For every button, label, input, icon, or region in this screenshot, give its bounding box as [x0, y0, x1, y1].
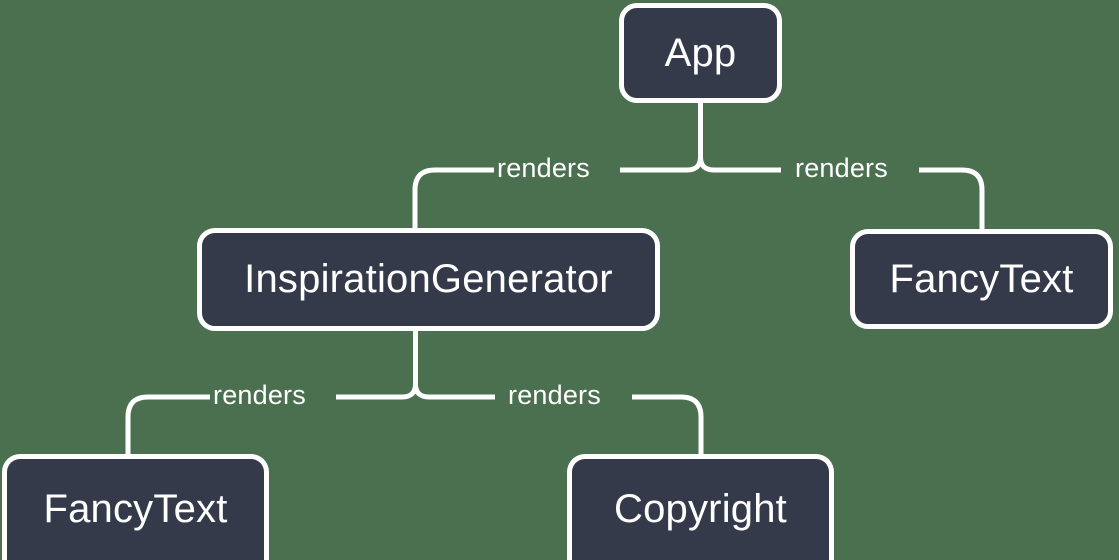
edge-inspiration-to-fancytext-left — [336, 383, 418, 400]
edge-app-to-inspiration-tail — [412, 167, 494, 228]
edge-label-inspiration-generator-to-copyright: renders — [508, 380, 601, 410]
edge-app-to-fancytext-right-tail — [919, 167, 985, 229]
edge-label-inspiration-generator-to-fancytext: renders — [213, 380, 306, 410]
node-copyright[interactable]: Copyright — [567, 454, 834, 560]
node-app[interactable]: App — [619, 3, 782, 103]
edge-inspiration-to-fancytext-left-tail — [125, 394, 210, 454]
edge-label-app-to-fancytext: renders — [795, 153, 888, 183]
edge-app-to-fancytext-right — [698, 156, 781, 173]
edge-inspiration-to-copyright-tail — [632, 394, 704, 454]
edge-app-to-inspiration — [620, 156, 703, 173]
node-inspiration-generator[interactable]: InspirationGenerator — [197, 228, 660, 331]
edge-inspiration-to-copyright — [413, 383, 495, 400]
edge-label-app-to-inspiration-generator: renders — [497, 153, 590, 183]
node-fancytext-right[interactable]: FancyText — [850, 229, 1113, 329]
node-fancytext-left[interactable]: FancyText — [2, 454, 269, 560]
